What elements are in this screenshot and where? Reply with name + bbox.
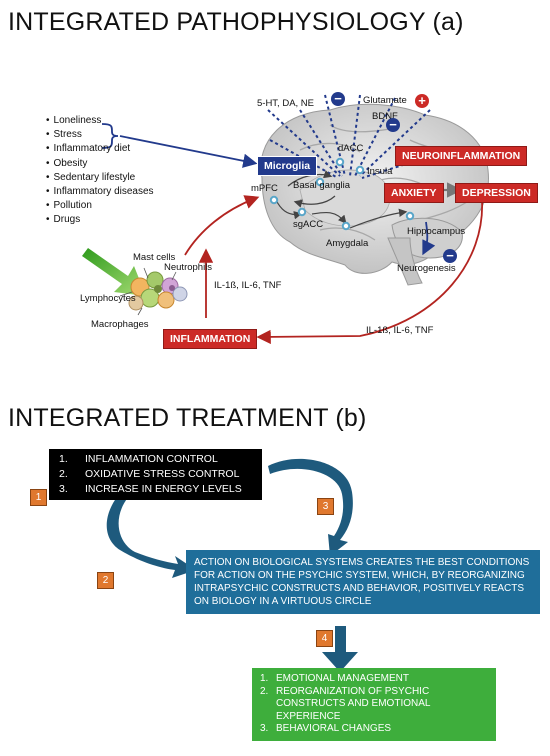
macrophages-label: Macrophages [91,319,149,330]
cycle-arrow-1 [106,474,196,578]
risk-factor-item: Loneliness [46,114,154,128]
risk-factor-item: Drugs [46,213,154,227]
neutrophils-label: Neutrophils [164,262,213,273]
down-arrow-4 [322,626,358,672]
step-badge-3: 3 [317,498,334,515]
step-badge-1: 1 [30,489,47,506]
virtuous-circle-box: ACTION ON BIOLOGICAL SYSTEMS CREATES THE… [186,550,540,614]
list-item: 3.BEHAVIORAL CHANGES [260,723,392,735]
microglia-box: Microglia [257,156,318,176]
cycle-arrow-3 [268,458,353,556]
mpfc-label: mPFC [251,183,278,194]
sgacc-marker [297,207,307,217]
neurotransmitters-label: 5-HT, DA, NE [257,98,315,109]
risk-factor-item: Inflammatory diet [46,142,154,156]
sgacc-label: sgACC [293,219,324,230]
green-arrow-icon [82,248,146,296]
list-item: 2.REORGANIZATION OF PSYCHIC CONSTRUCTS A… [260,685,431,722]
risk-factor-item: Pollution [46,199,154,213]
bdnf-label: BDNF [372,111,398,122]
title-a: INTEGRATED PATHOPHYSIOLOGY (a) [8,8,464,36]
list-item: 2.OXIDATIVE STRESS CONTROL [59,468,240,480]
hippocampus-to-neurogenesis-arrow [422,221,436,256]
neuroinflammation-box: NEUROINFLAMMATION [395,146,528,166]
immune-cells-icon [128,271,188,311]
insula-marker [355,165,365,175]
depression-to-inflammation-arrow [256,199,483,345]
hippocampus-label: Hippocampus [407,226,466,237]
risk-factor-item: Obesity [46,157,154,171]
treatment-cycle-diagram [106,458,358,672]
minus-icon: − [386,118,400,132]
glutamate-label: Glutamate [363,95,407,106]
dacc-marker [335,157,345,167]
risk-factor-item: Sedentary lifestyle [46,171,154,185]
depression-box: DEPRESSION [455,183,538,203]
neurotransmitter-pathways [267,94,451,179]
inflammation-box: INFLAMMATION [163,329,258,349]
list-item: 1.EMOTIONAL MANAGEMENT [260,673,409,684]
step-badge-2: 2 [97,572,114,589]
step-badge-4: 4 [316,630,333,647]
title-b: INTEGRATED TREATMENT (b) [8,404,367,432]
risk-factor-item: Inflammatory diseases [46,185,154,199]
lymphocytes-label: Lymphocytes [80,293,136,304]
cells-to-brain-arrow [184,195,260,256]
amygdala-marker [341,221,351,231]
psychic-actions-list: 1.EMOTIONAL MANAGEMENT 2.REORGANIZATION … [260,673,488,736]
risk-factor-item: Stress [46,128,154,142]
psychic-actions-box: 1.EMOTIONAL MANAGEMENT 2.REORGANIZATION … [252,668,496,741]
amygdala-label: Amygdala [326,238,369,249]
biological-actions-list: 1.INFLAMMATION CONTROL 2.OXIDATIVE STRES… [59,452,252,497]
risk-factors-list: Loneliness Stress Inflammatory diet Obes… [46,114,154,228]
cytokines-down-label: IL-1ß, IL-6, TNF [366,325,434,336]
dacc-label: dACC [338,143,364,154]
neurogenesis-label: Neurogenesis [397,263,456,274]
biological-actions-box: 1.INFLAMMATION CONTROL 2.OXIDATIVE STRES… [49,449,262,500]
minus-icon: − [443,249,457,263]
basal-ganglia-marker [315,177,325,187]
insula-label: Insula [367,166,393,177]
list-item: 1.INFLAMMATION CONTROL [59,453,218,465]
hippocampus-marker [405,211,415,221]
mpfc-marker [269,195,279,205]
list-item: 3.INCREASE IN ENERGY LEVELS [59,483,242,495]
minus-icon: − [331,92,345,106]
mast-cells-label: Mast cells [133,252,176,263]
anxiety-box: ANXIETY [384,183,444,203]
basal-ganglia-label: Basal ganglia [293,180,351,191]
plus-icon: + [415,94,429,108]
cytokines-up-label: IL-1ß, IL-6, TNF [214,280,282,291]
